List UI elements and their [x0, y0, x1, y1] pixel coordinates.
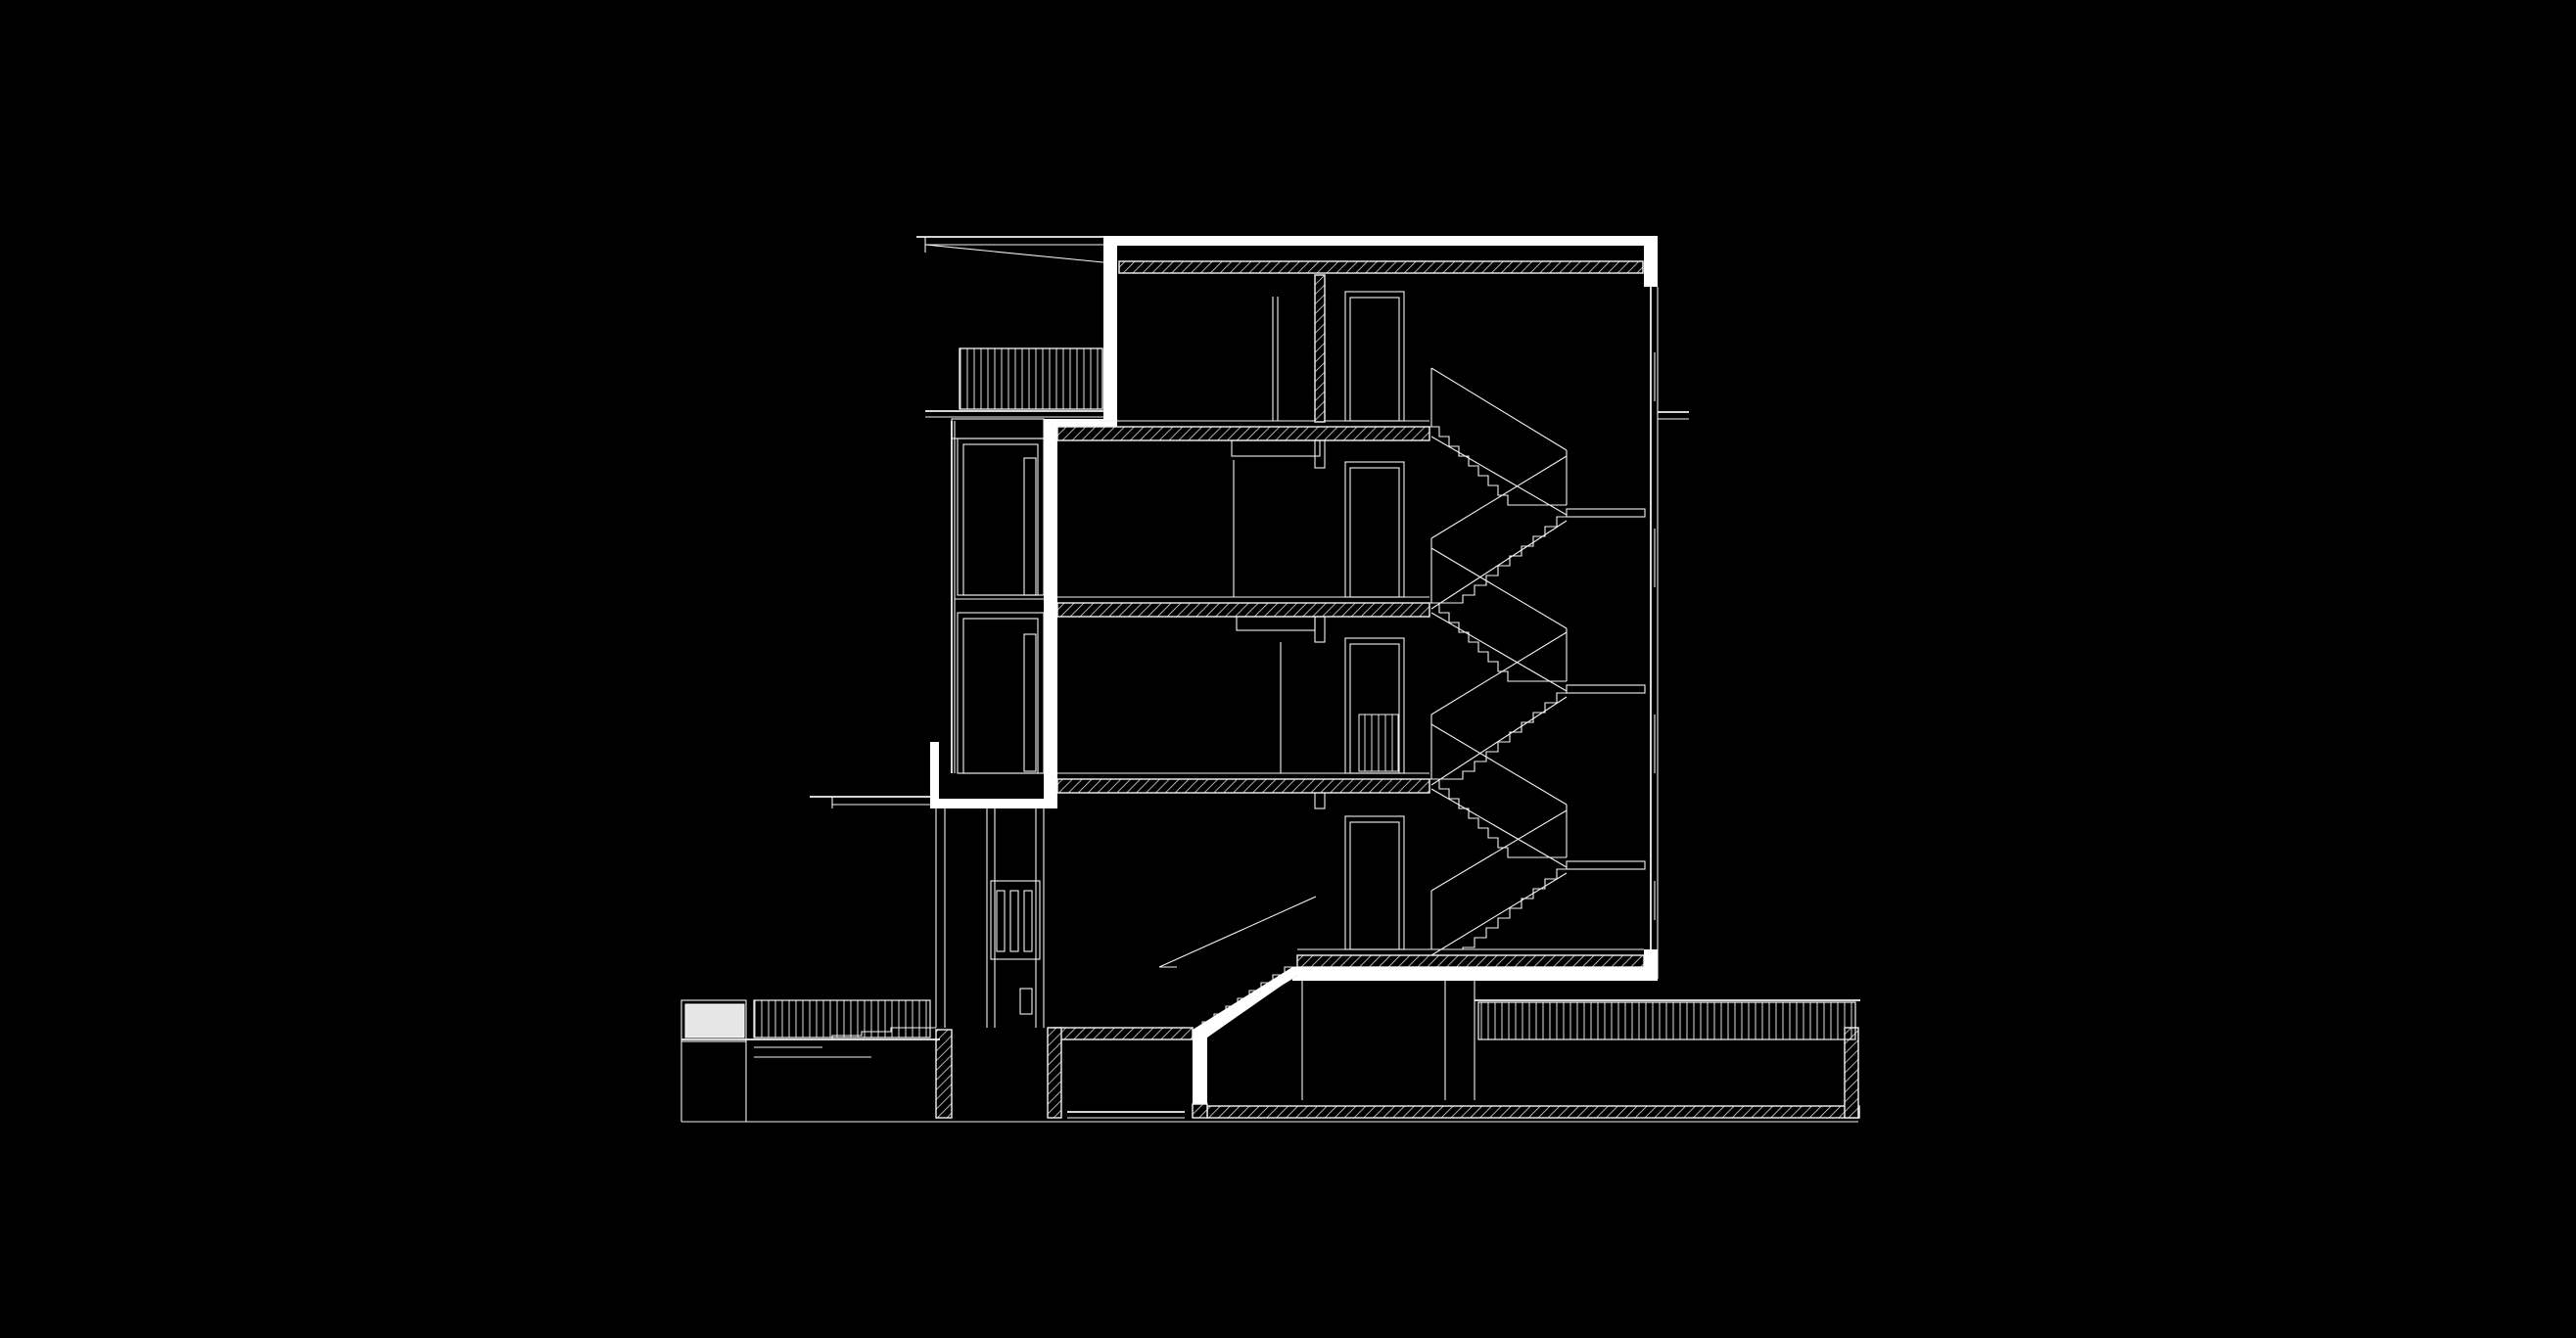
door-first-floor [1344, 637, 1405, 774]
roof-canopy [916, 236, 1104, 263]
main-walls [1044, 287, 1689, 981]
left-upper-bay [951, 418, 1045, 774]
left-balcony-slab [810, 742, 1057, 808]
roof-slab [1103, 236, 1658, 422]
left-exterior-ground [680, 999, 1858, 1123]
basement-right-railing [1475, 999, 1860, 1040]
door-third-floor [1344, 291, 1405, 422]
floor-slab-second [1056, 596, 1430, 631]
floor-slab-third [1056, 420, 1430, 457]
interior-partition [1233, 274, 1326, 773]
elevator-shaft [935, 808, 1045, 1028]
floor-slab-first [1056, 772, 1430, 809]
basement-slab [935, 1027, 1860, 1119]
staircase [1429, 367, 1646, 956]
door-second-floor [1344, 461, 1405, 598]
door-ground-floor [1344, 815, 1405, 950]
ramp-wall [1193, 967, 1475, 1116]
roof-terrace-railing [925, 347, 1103, 418]
ground-floor-slab [1292, 948, 1658, 981]
